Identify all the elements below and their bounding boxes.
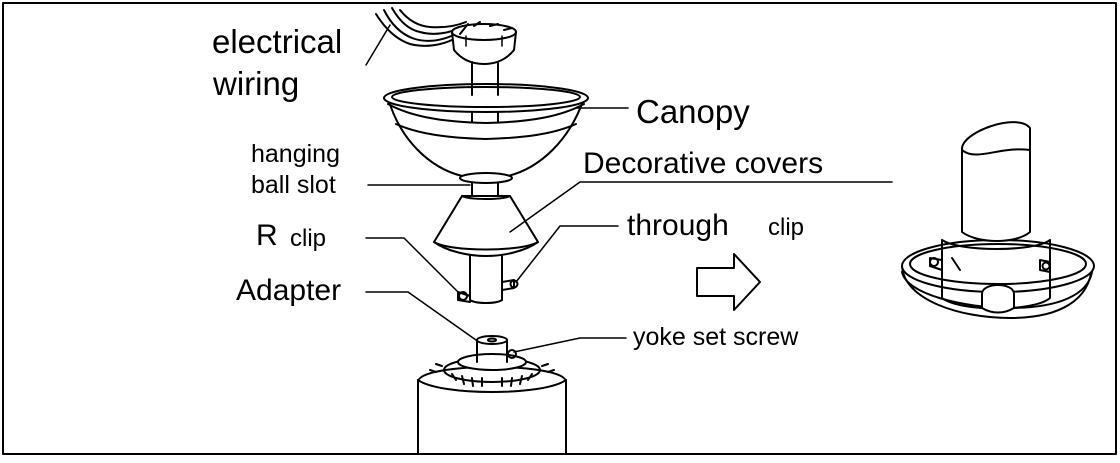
label-decorative-covers: Decorative covers bbox=[583, 147, 824, 180]
label-through-clip-word2: clip bbox=[768, 214, 805, 241]
motor-housing bbox=[417, 335, 567, 455]
label-through-clip-word1: through bbox=[627, 209, 729, 242]
label-r-clip-letter: R bbox=[256, 219, 278, 252]
leader-lines bbox=[365, 24, 893, 353]
leader-adapter bbox=[365, 291, 477, 341]
leader-decorative-covers bbox=[509, 181, 893, 233]
label-adapter: Adapter bbox=[236, 274, 342, 307]
label-hanging-ball-slot-line2: ball slot bbox=[251, 171, 336, 199]
decorative-cover-shape bbox=[433, 182, 539, 257]
canopy-shape bbox=[383, 81, 589, 184]
assembled-view bbox=[901, 121, 1095, 319]
adapter-shape bbox=[457, 255, 519, 304]
label-electrical-wiring-line2: wiring bbox=[213, 65, 300, 102]
label-electrical-wiring-line1: electrical bbox=[212, 23, 343, 60]
label-r-clip-word: clip bbox=[290, 225, 327, 252]
label-hanging-ball-slot-line1: hanging bbox=[251, 140, 340, 168]
electrical-wiring bbox=[375, 7, 467, 47]
leader-r-clip bbox=[365, 237, 459, 293]
diagram-frame bbox=[2, 2, 1117, 455]
leader-yoke-set-screw bbox=[513, 337, 627, 353]
leader-electrical-wiring bbox=[365, 24, 391, 66]
label-canopy: Canopy bbox=[636, 93, 750, 130]
hanging-ball bbox=[451, 21, 517, 65]
assembly-direction-arrow bbox=[696, 253, 761, 311]
label-yoke-set-screw: yoke set screw bbox=[633, 323, 799, 351]
leader-through-clip bbox=[515, 225, 619, 283]
